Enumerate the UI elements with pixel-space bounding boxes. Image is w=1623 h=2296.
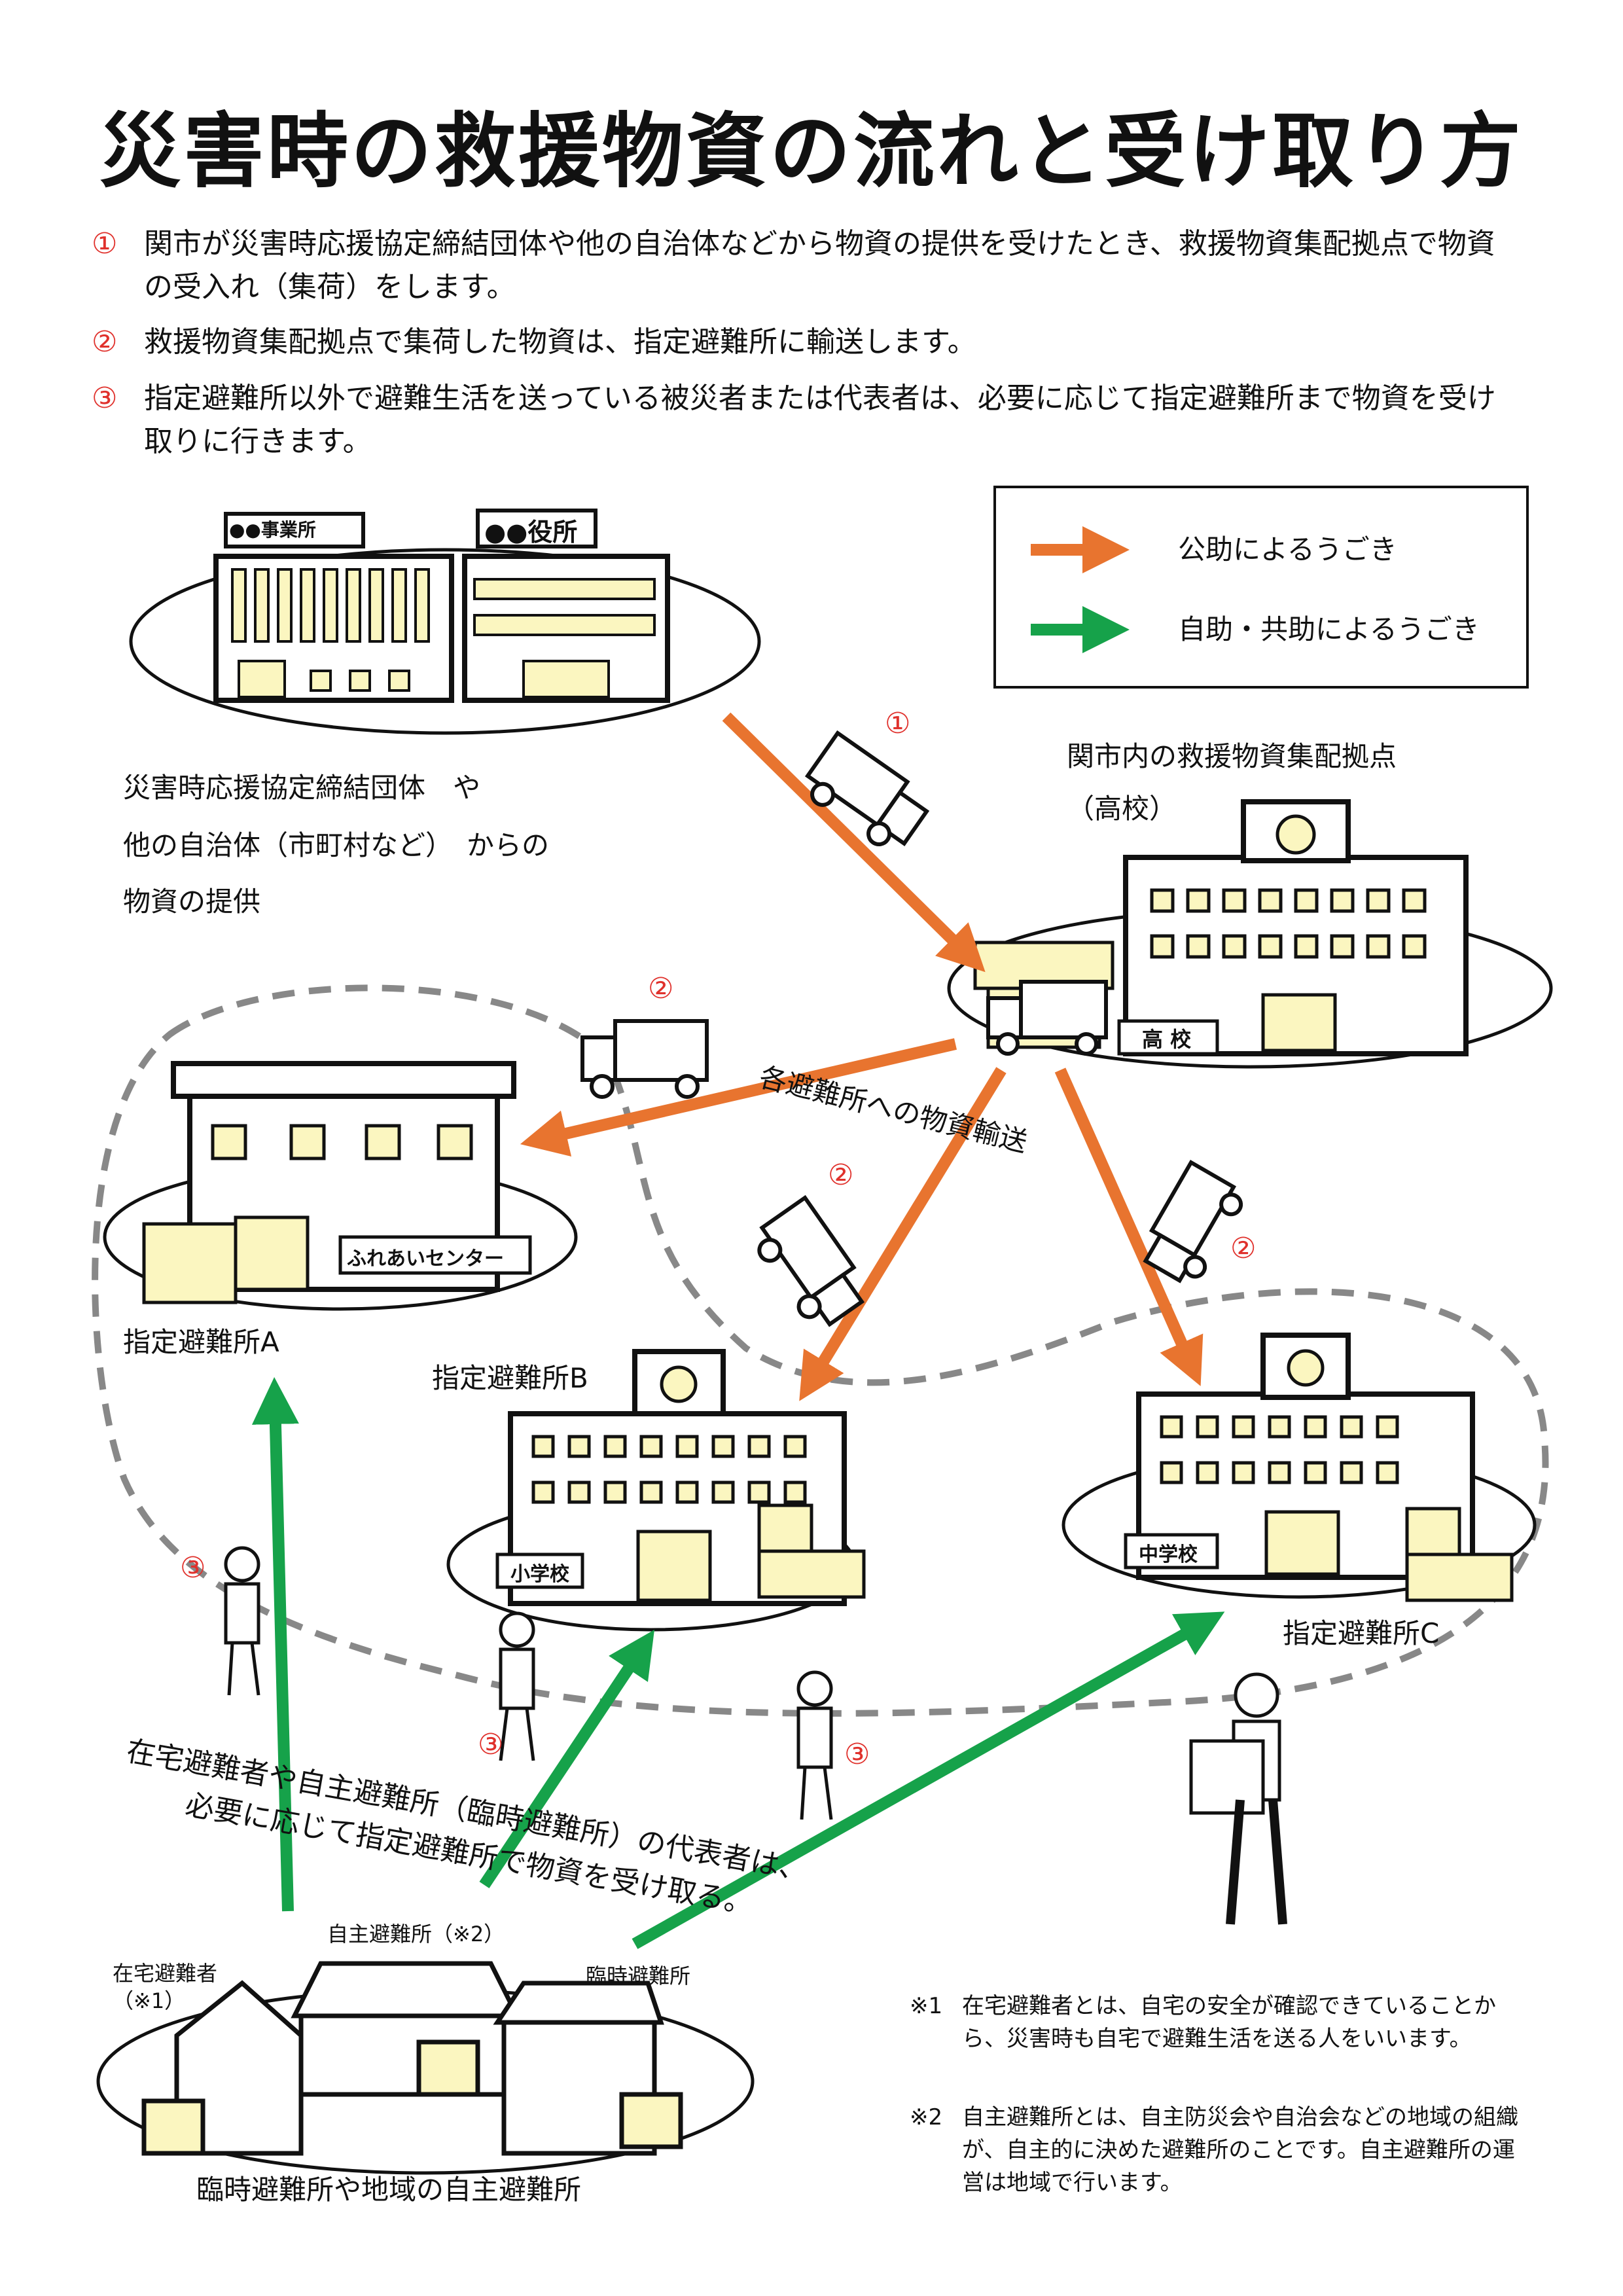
footnote-2-mark: ※2 bbox=[910, 2104, 943, 2130]
temp-shelter-label: 臨時避難所 bbox=[586, 1964, 691, 1988]
hub-label-2: （高校） bbox=[1067, 793, 1177, 825]
service-area-outline bbox=[92, 984, 1549, 1717]
office-sign: ●●事業所 bbox=[229, 519, 316, 541]
fureai-center-sign: ふれあいセンター bbox=[347, 1247, 504, 1270]
marker-2-a: ② bbox=[648, 972, 674, 1005]
city-hall-sign: ●●役所 bbox=[484, 518, 578, 547]
junior-high-school-sign: 中学校 bbox=[1139, 1543, 1198, 1566]
supplier-label-2: 他の自治体（市町村など） からの bbox=[123, 829, 550, 861]
self-shelter-label: 自主避難所（※2） bbox=[327, 1922, 505, 1946]
step-1-number: ① bbox=[92, 227, 118, 260]
elementary-school-icon bbox=[495, 1349, 866, 1606]
footnote-2: ※2 自主避難所とは、自主防災会や自治会などの地域の組織が、自主的に決めた避難所の… bbox=[910, 2101, 1538, 2199]
shelter-b-label: 指定避難所B bbox=[432, 1362, 588, 1394]
supplier-label-3: 物資の提供 bbox=[123, 886, 261, 918]
step-1-text: 関市が災害時応援協定締結団体や他の自治体などから物資の提供を受けたとき、救援物資… bbox=[144, 227, 1495, 304]
marker-3-b: ③ bbox=[478, 1728, 504, 1761]
elementary-school-sign: 小学校 bbox=[510, 1563, 569, 1586]
step-3: ③ 指定避難所以外で避難生活を送っている被災者または代表者は、必要に応じて指定避難… bbox=[92, 377, 1531, 463]
person-icon bbox=[224, 1546, 1287, 1925]
arrow-local-to-shelter-c bbox=[632, 1611, 1225, 1949]
arrow-hub-to-shelter-c bbox=[1054, 1067, 1204, 1386]
shelter-c-label: 指定避難所C bbox=[1283, 1617, 1440, 1649]
fureai-center-icon bbox=[142, 1061, 532, 1304]
home-evacuee-note: （※1） bbox=[113, 1988, 186, 2013]
step-1: ① 関市が災害時応援協定締結団体や他の自治体などから物資の提供を受けたとき、救援物… bbox=[92, 223, 1531, 309]
marker-3-a: ③ bbox=[180, 1551, 206, 1585]
step-2-number: ② bbox=[92, 325, 118, 359]
footnote-1-mark: ※1 bbox=[910, 1993, 943, 2019]
arrow-supply-to-hub bbox=[722, 712, 986, 973]
shelter-a-label: 指定避難所A bbox=[123, 1326, 279, 1358]
self-help-arrows bbox=[251, 1377, 1225, 1949]
city-hall-icon bbox=[462, 509, 670, 703]
footnote-2-text: 自主避難所とは、自主防災会や自治会などの地域の組織が、自主的に決めた避難所のこと… bbox=[962, 2104, 1518, 2196]
arrow-home-to-shelter-a bbox=[251, 1377, 299, 1912]
step-2: ② 救援物資集配拠点で集荷した物資は、指定避難所に輸送します。 bbox=[92, 321, 1531, 364]
local-shelters-icon bbox=[141, 1961, 683, 2156]
arrow-local-to-shelter-b bbox=[479, 1630, 654, 1888]
step-3-number: ③ bbox=[92, 382, 118, 415]
supplier-label-1: 災害時応援協定締結団体 や bbox=[123, 772, 481, 804]
local-shelters-caption: 臨時避難所や地域の自主避難所 bbox=[196, 2174, 582, 2206]
step-2-text: 救援物資集配拠点で集荷した物資は、指定避難所に輸送します。 bbox=[144, 325, 976, 359]
high-school-icon bbox=[973, 799, 1469, 1056]
junior-high-school-icon bbox=[1124, 1333, 1514, 1602]
legend-self-label: 自助・共助によるうごき bbox=[1178, 613, 1480, 645]
marker-2-b: ② bbox=[828, 1158, 854, 1192]
public-arrows bbox=[520, 712, 1204, 1401]
home-evacuee-label: 在宅避難者 bbox=[113, 1961, 218, 1986]
footnote-1: ※1 在宅避難者とは、自宅の安全が確認できていることから、災害時も自宅で避難生活を… bbox=[910, 1990, 1538, 2055]
truck-icon bbox=[580, 730, 1243, 1327]
office-building-icon bbox=[213, 512, 454, 703]
marker-3-c: ③ bbox=[844, 1738, 870, 1771]
high-school-sign: 高 校 bbox=[1142, 1027, 1192, 1052]
marker-2-c: ② bbox=[1230, 1232, 1257, 1265]
step-3-text: 指定避難所以外で避難生活を送っている被災者または代表者は、必要に応じて指定避難所… bbox=[144, 382, 1496, 458]
legend-public-label: 公助によるうごき bbox=[1178, 533, 1397, 565]
footnote-1-text: 在宅避難者とは、自宅の安全が確認できていることから、災害時も自宅で避難生活を送る… bbox=[962, 1993, 1496, 2052]
legend bbox=[993, 486, 1529, 689]
hub-label-1: 関市内の救援物資集配拠点 bbox=[1067, 740, 1397, 772]
arrow-hub-to-shelter-b bbox=[799, 1067, 1007, 1401]
marker-1: ① bbox=[885, 707, 911, 740]
arrow-hub-to-shelter-a bbox=[520, 1038, 957, 1157]
page-title: 災害時の救援物資の流れと受け取り方 bbox=[99, 105, 1524, 199]
